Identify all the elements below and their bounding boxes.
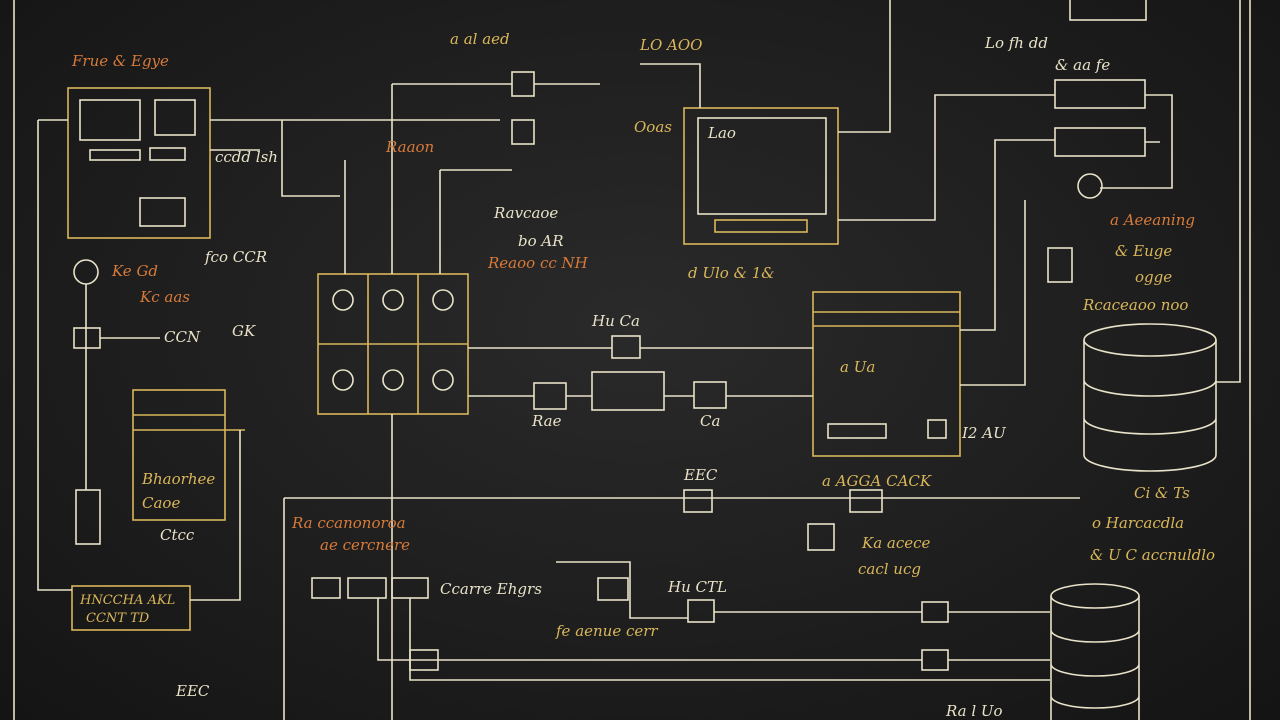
label: Lo fh dd <box>984 34 1048 52</box>
board-frame <box>13 0 1251 720</box>
control-panel <box>812 291 961 457</box>
label: ogge <box>1135 268 1172 286</box>
label: a AGGA CACK <box>822 472 932 490</box>
label: & Euge <box>1115 242 1172 260</box>
label: I2 AU <box>961 424 1007 442</box>
label: a al aed <box>450 30 510 48</box>
label: fco CCR <box>204 248 267 266</box>
label: Ra ccanonoroa <box>291 514 406 532</box>
label: cacl ucg <box>858 560 921 578</box>
label: Rcaceaoo noo <box>1082 296 1188 314</box>
label: HNCCHA AKL <box>79 593 175 608</box>
title-label: Frue & Egye <box>71 52 169 70</box>
label: LO AOO <box>639 36 702 54</box>
label: Bhaorhee <box>141 470 215 488</box>
label: Ravcaoe <box>493 204 558 222</box>
label: Hu Ca <box>591 312 640 330</box>
label: CCN <box>164 328 201 346</box>
monitor-component <box>683 107 839 245</box>
label: CCNT TD <box>86 611 150 626</box>
label: Ke Gd <box>111 262 158 280</box>
label: Reaoo cc NH <box>487 254 589 272</box>
label: & aa fe <box>1055 56 1110 74</box>
label: Rae <box>531 412 562 430</box>
label: fe aenue cerr <box>555 622 658 640</box>
left-module <box>132 389 245 521</box>
database-cylinder-small <box>1050 583 1140 720</box>
label: a Aeeaning <box>1110 211 1195 229</box>
label: o Harcacdla <box>1092 514 1184 532</box>
bottom-left-box <box>71 585 191 631</box>
label: Ooas <box>634 118 672 136</box>
database-cylinder-large <box>1083 323 1217 472</box>
label: Hu CTL <box>667 578 727 596</box>
label: EEC <box>683 466 718 484</box>
label: Ccarre Ehgrs <box>440 580 542 598</box>
label: ccdd lsh <box>215 148 278 166</box>
label: Kc aas <box>139 288 190 306</box>
monitor-label: Lao <box>707 124 736 142</box>
label: Ctcc <box>160 526 195 544</box>
label: ae cercnere <box>320 536 410 554</box>
label: EEC <box>175 682 210 700</box>
wires <box>37 0 1241 720</box>
label: GK <box>232 322 256 340</box>
label: Ka acece <box>861 534 931 552</box>
label: & U C accnuldlo <box>1090 546 1215 564</box>
label: bo AR <box>518 232 564 250</box>
label: Caoe <box>142 494 180 512</box>
label: d Ulo & 1& <box>688 264 775 282</box>
label: Ca <box>700 412 720 430</box>
switch-matrix <box>317 273 469 415</box>
label: Ci & Ts <box>1134 484 1190 502</box>
label: Raaon <box>385 138 434 156</box>
top-left-component <box>67 87 211 239</box>
label: Ra l Uo <box>945 702 1003 720</box>
label: a Ua <box>840 358 875 376</box>
